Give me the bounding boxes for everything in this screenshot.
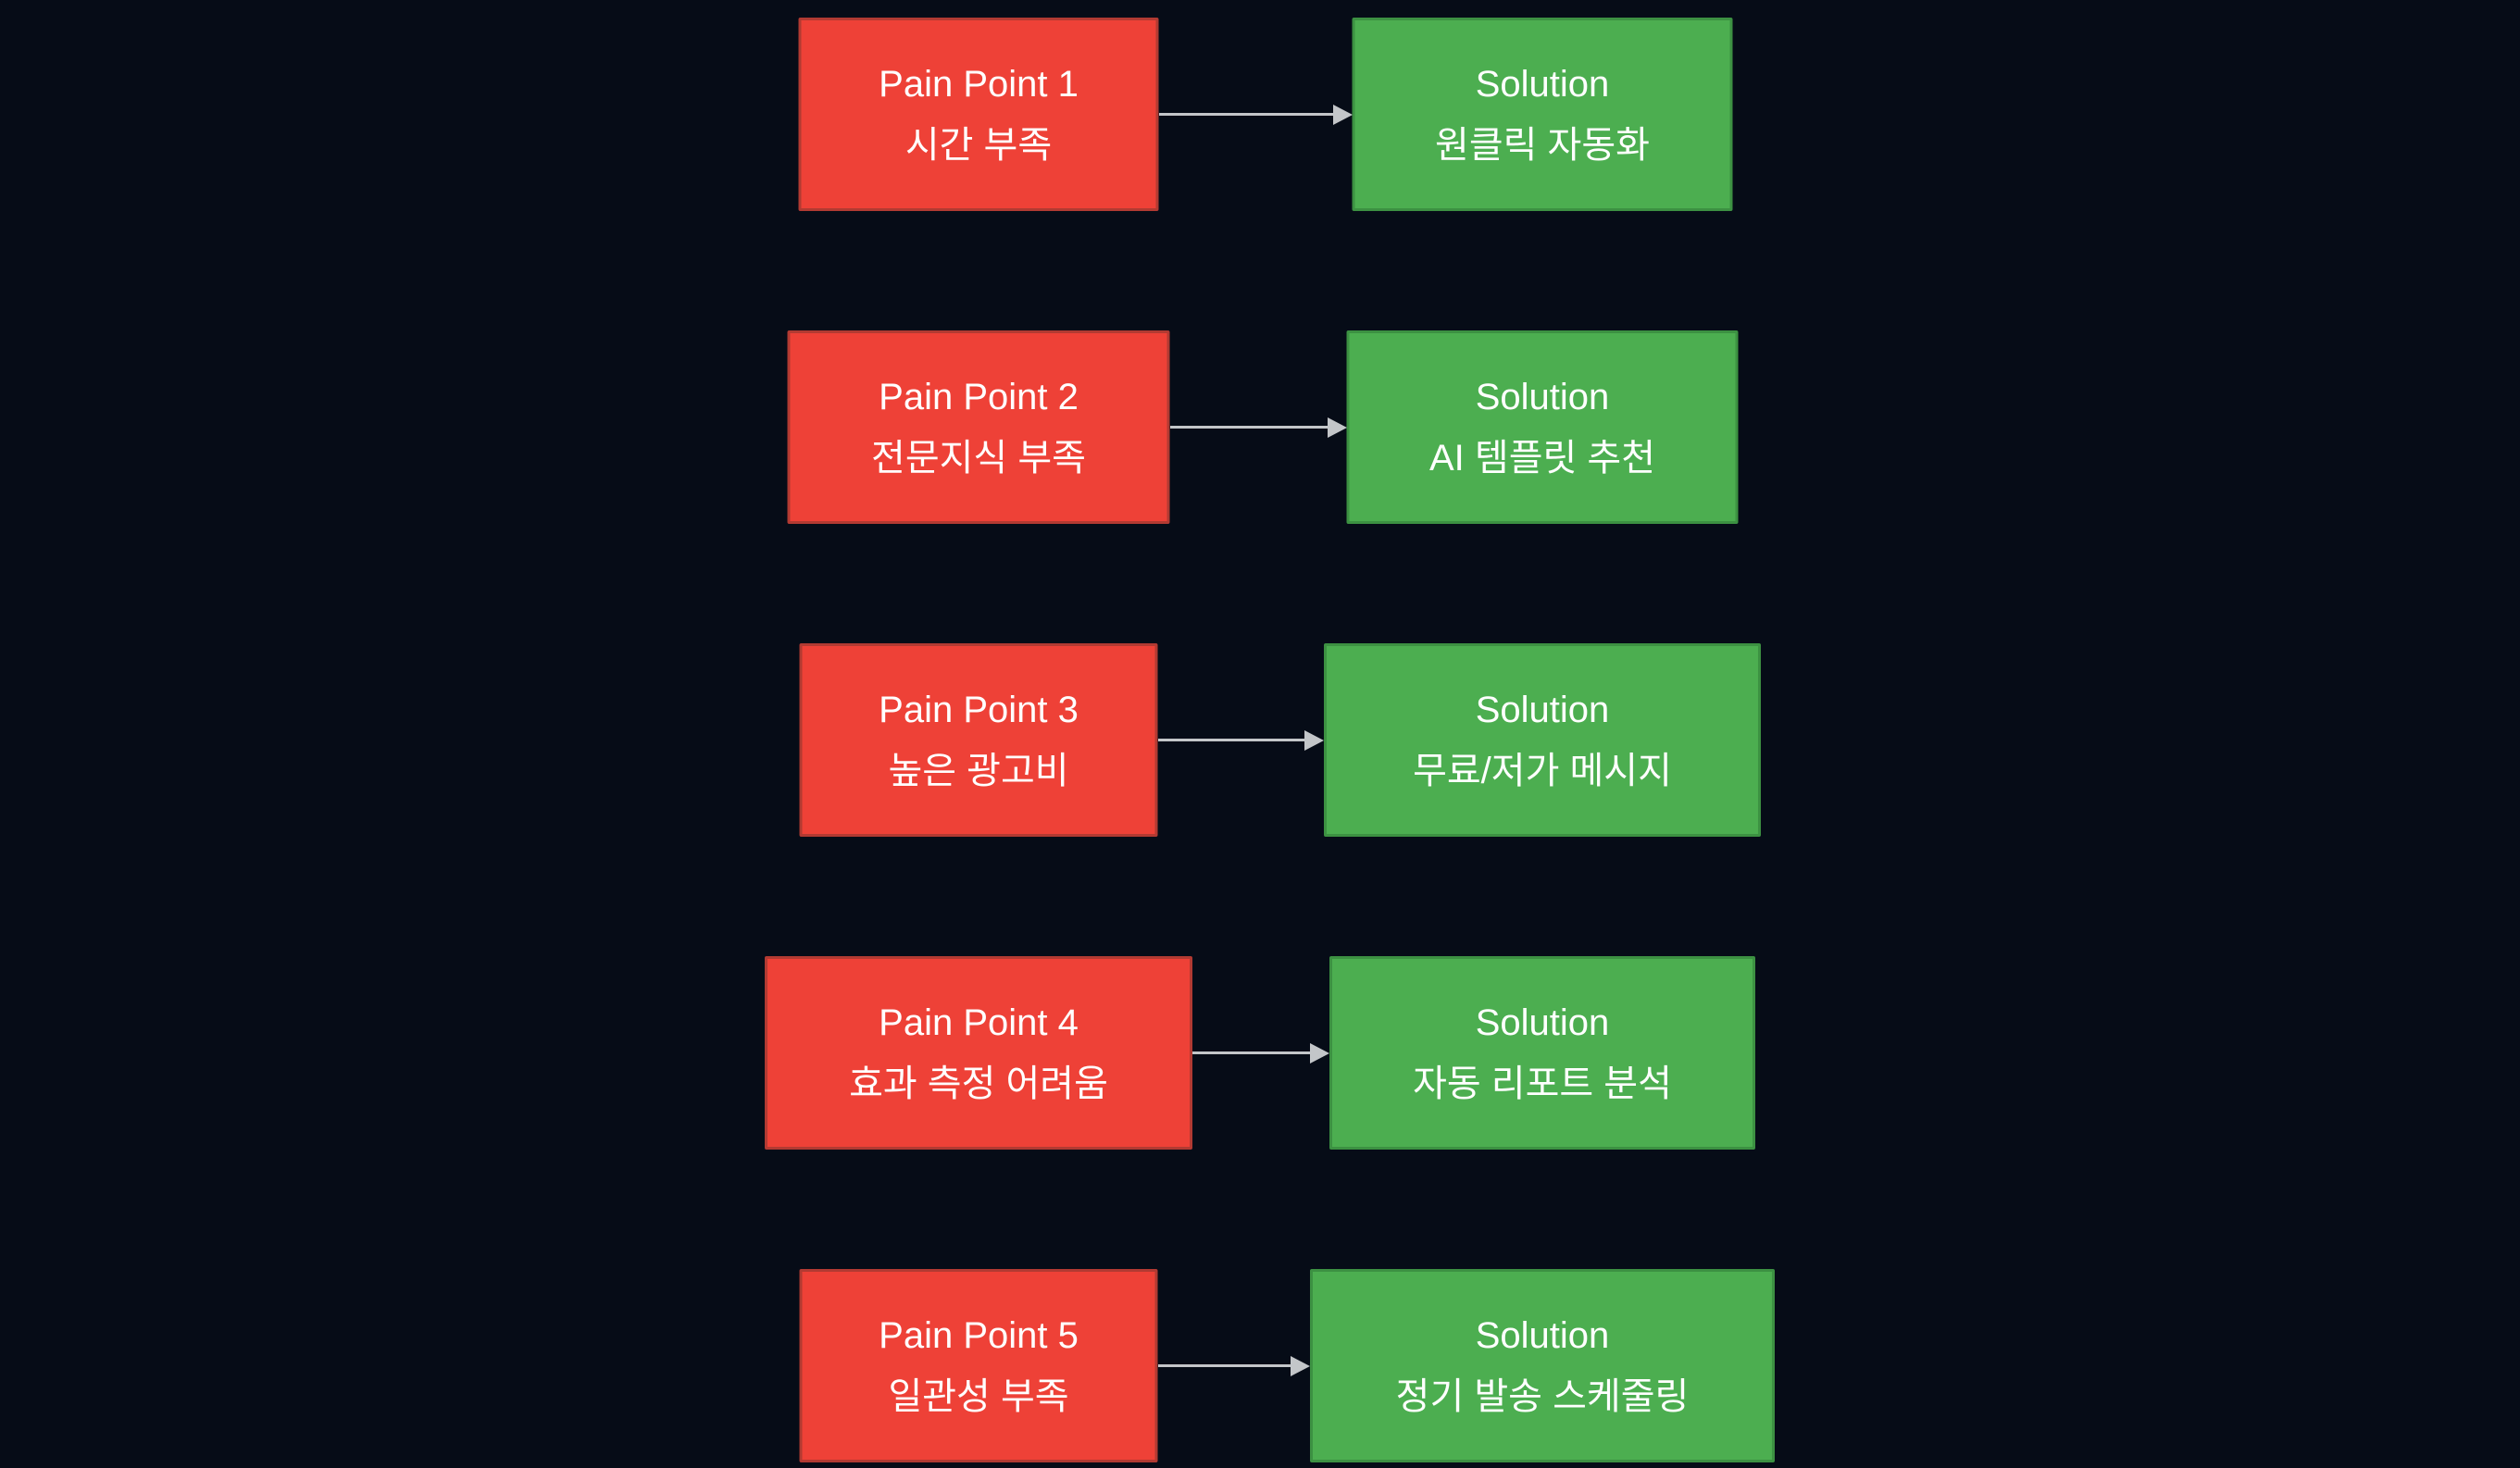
solution-node-1: Solution 원클릭 자동화: [1352, 18, 1733, 211]
solution-title: Solution: [1475, 63, 1610, 105]
solution-node-5: Solution 정기 발송 스케줄링: [1310, 1269, 1775, 1462]
solution-title: Solution: [1475, 1001, 1610, 1043]
mapping-row-1: Pain Point 1 시간 부족 Solution 원클릭 자동화: [0, 18, 2520, 211]
pain-point-title: Pain Point 5: [879, 1314, 1079, 1356]
solution-label: 원클릭 자동화: [1435, 124, 1650, 166]
arrow-head-icon: [1328, 417, 1347, 438]
arrow-line: [1192, 1051, 1310, 1054]
arrow-head-icon: [1291, 1355, 1310, 1376]
mapping-row-3: Pain Point 3 높은 광고비 Solution 무료/저가 메시지: [0, 643, 2520, 837]
solution-label: 자동 리포트 분석: [1413, 1063, 1672, 1104]
arrow-line: [1170, 426, 1328, 429]
arrow-head-icon: [1310, 1042, 1329, 1064]
arrow-icon: [1159, 104, 1353, 125]
arrow-line: [1159, 113, 1333, 116]
solution-node-2: Solution AI 템플릿 추천: [1346, 330, 1739, 524]
pain-point-label: 전문지식 부족: [871, 437, 1086, 479]
arrow-icon: [1158, 729, 1324, 751]
arrow-head-icon: [1304, 729, 1324, 751]
solution-label: 정기 발송 스케줄링: [1395, 1375, 1690, 1417]
pain-point-label: 높은 광고비: [888, 750, 1069, 791]
pain-point-title: Pain Point 4: [879, 1001, 1079, 1043]
pain-point-title: Pain Point 3: [879, 689, 1079, 730]
mapping-row-2: Pain Point 2 전문지식 부족 Solution AI 템플릿 추천: [0, 330, 2520, 524]
arrow-head-icon: [1333, 104, 1353, 125]
pain-point-node-1: Pain Point 1 시간 부족: [798, 18, 1159, 211]
arrow-icon: [1192, 1042, 1329, 1064]
arrow-icon: [1170, 417, 1347, 438]
pain-point-label: 효과 측정 어려움: [849, 1063, 1108, 1104]
pain-point-node-4: Pain Point 4 효과 측정 어려움: [765, 956, 1192, 1150]
solution-node-3: Solution 무료/저가 메시지: [1324, 643, 1761, 837]
arrow-line: [1158, 739, 1304, 741]
pain-point-node-2: Pain Point 2 전문지식 부족: [787, 330, 1170, 524]
solution-title: Solution: [1475, 689, 1610, 730]
solution-title: Solution: [1475, 1314, 1610, 1356]
mapping-row-4: Pain Point 4 효과 측정 어려움 Solution 자동 리포트 분…: [0, 956, 2520, 1150]
arrow-icon: [1158, 1355, 1310, 1376]
solution-label: 무료/저가 메시지: [1413, 750, 1672, 791]
pain-point-node-5: Pain Point 5 일관성 부족: [799, 1269, 1158, 1462]
solution-node-4: Solution 자동 리포트 분석: [1329, 956, 1755, 1150]
pain-point-title: Pain Point 2: [879, 376, 1079, 417]
pain-point-label: 일관성 부족: [888, 1375, 1069, 1417]
pain-point-node-3: Pain Point 3 높은 광고비: [799, 643, 1158, 837]
mapping-row-5: Pain Point 5 일관성 부족 Solution 정기 발송 스케줄링: [0, 1269, 2520, 1462]
pain-point-label: 시간 부족: [904, 124, 1053, 166]
arrow-line: [1158, 1364, 1291, 1367]
pain-point-title: Pain Point 1: [879, 63, 1079, 105]
solution-title: Solution: [1475, 376, 1610, 417]
solution-label: AI 템플릿 추천: [1428, 437, 1656, 479]
